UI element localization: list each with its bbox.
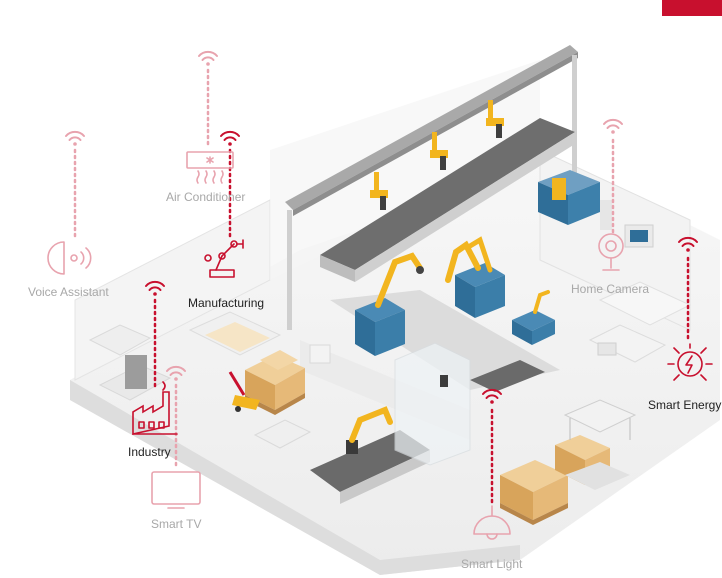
label-smart-energy: Smart Energy [648, 398, 722, 412]
voice-assistant-icon [47, 241, 92, 275]
wifi-icon [220, 130, 240, 146]
wifi-icon [166, 365, 186, 381]
wifi-icon [65, 130, 85, 146]
gantry-robot-3 [486, 100, 504, 138]
pallet-stack-left [245, 350, 305, 415]
main-conveyor-front [355, 132, 575, 282]
wifi-icon [145, 280, 165, 296]
air-conditioner-icon [186, 151, 234, 184]
work-table [563, 399, 637, 440]
gantry-beam [285, 45, 578, 210]
pallet-stack-right [500, 435, 630, 525]
label-voice-assistant: Voice Assistant [28, 285, 109, 299]
signal-lines [73, 68, 690, 507]
label-air-conditioner: Air Conditioner [166, 190, 246, 204]
front-robot-arm [346, 406, 393, 454]
front-conveyor-side [340, 450, 430, 504]
gantry-robot-2 [430, 132, 448, 170]
floor-edge [70, 380, 520, 575]
robot-cell-right [445, 236, 505, 318]
manufacturing-robot-icon [204, 239, 244, 278]
gantry-post-left [287, 210, 292, 330]
label-smart-light: Smart Light [461, 557, 523, 571]
wifi-icon [198, 50, 218, 66]
label-manufacturing: Manufacturing [188, 296, 265, 310]
lower-conveyor-belt [470, 360, 545, 392]
gantry-robot-1 [370, 172, 388, 210]
main-conveyor [320, 118, 575, 270]
main-conveyor-side [320, 255, 355, 282]
label-home-camera: Home Camera [571, 282, 650, 296]
robot-cell-small [512, 290, 555, 345]
smart-energy-icon [667, 343, 713, 381]
robot-cell-left [355, 252, 424, 356]
wifi-icon [482, 388, 502, 404]
label-industry: Industry [128, 445, 171, 459]
label-smart-tv: Smart TV [151, 517, 202, 531]
smart-light-icon [473, 505, 511, 540]
pallet-jack [228, 371, 260, 412]
home-camera-icon [598, 233, 624, 271]
office-area [88, 311, 331, 449]
cnc-machine [538, 170, 654, 248]
glass-room [394, 342, 471, 466]
wifi-icon [678, 236, 698, 252]
wifi-icon [603, 118, 623, 134]
industry-factory-icon [132, 381, 178, 435]
kitchen-area [588, 281, 692, 363]
gantry-post-right [572, 55, 577, 185]
corner-accent-bar [662, 0, 722, 16]
smart-tv-icon [151, 471, 201, 509]
